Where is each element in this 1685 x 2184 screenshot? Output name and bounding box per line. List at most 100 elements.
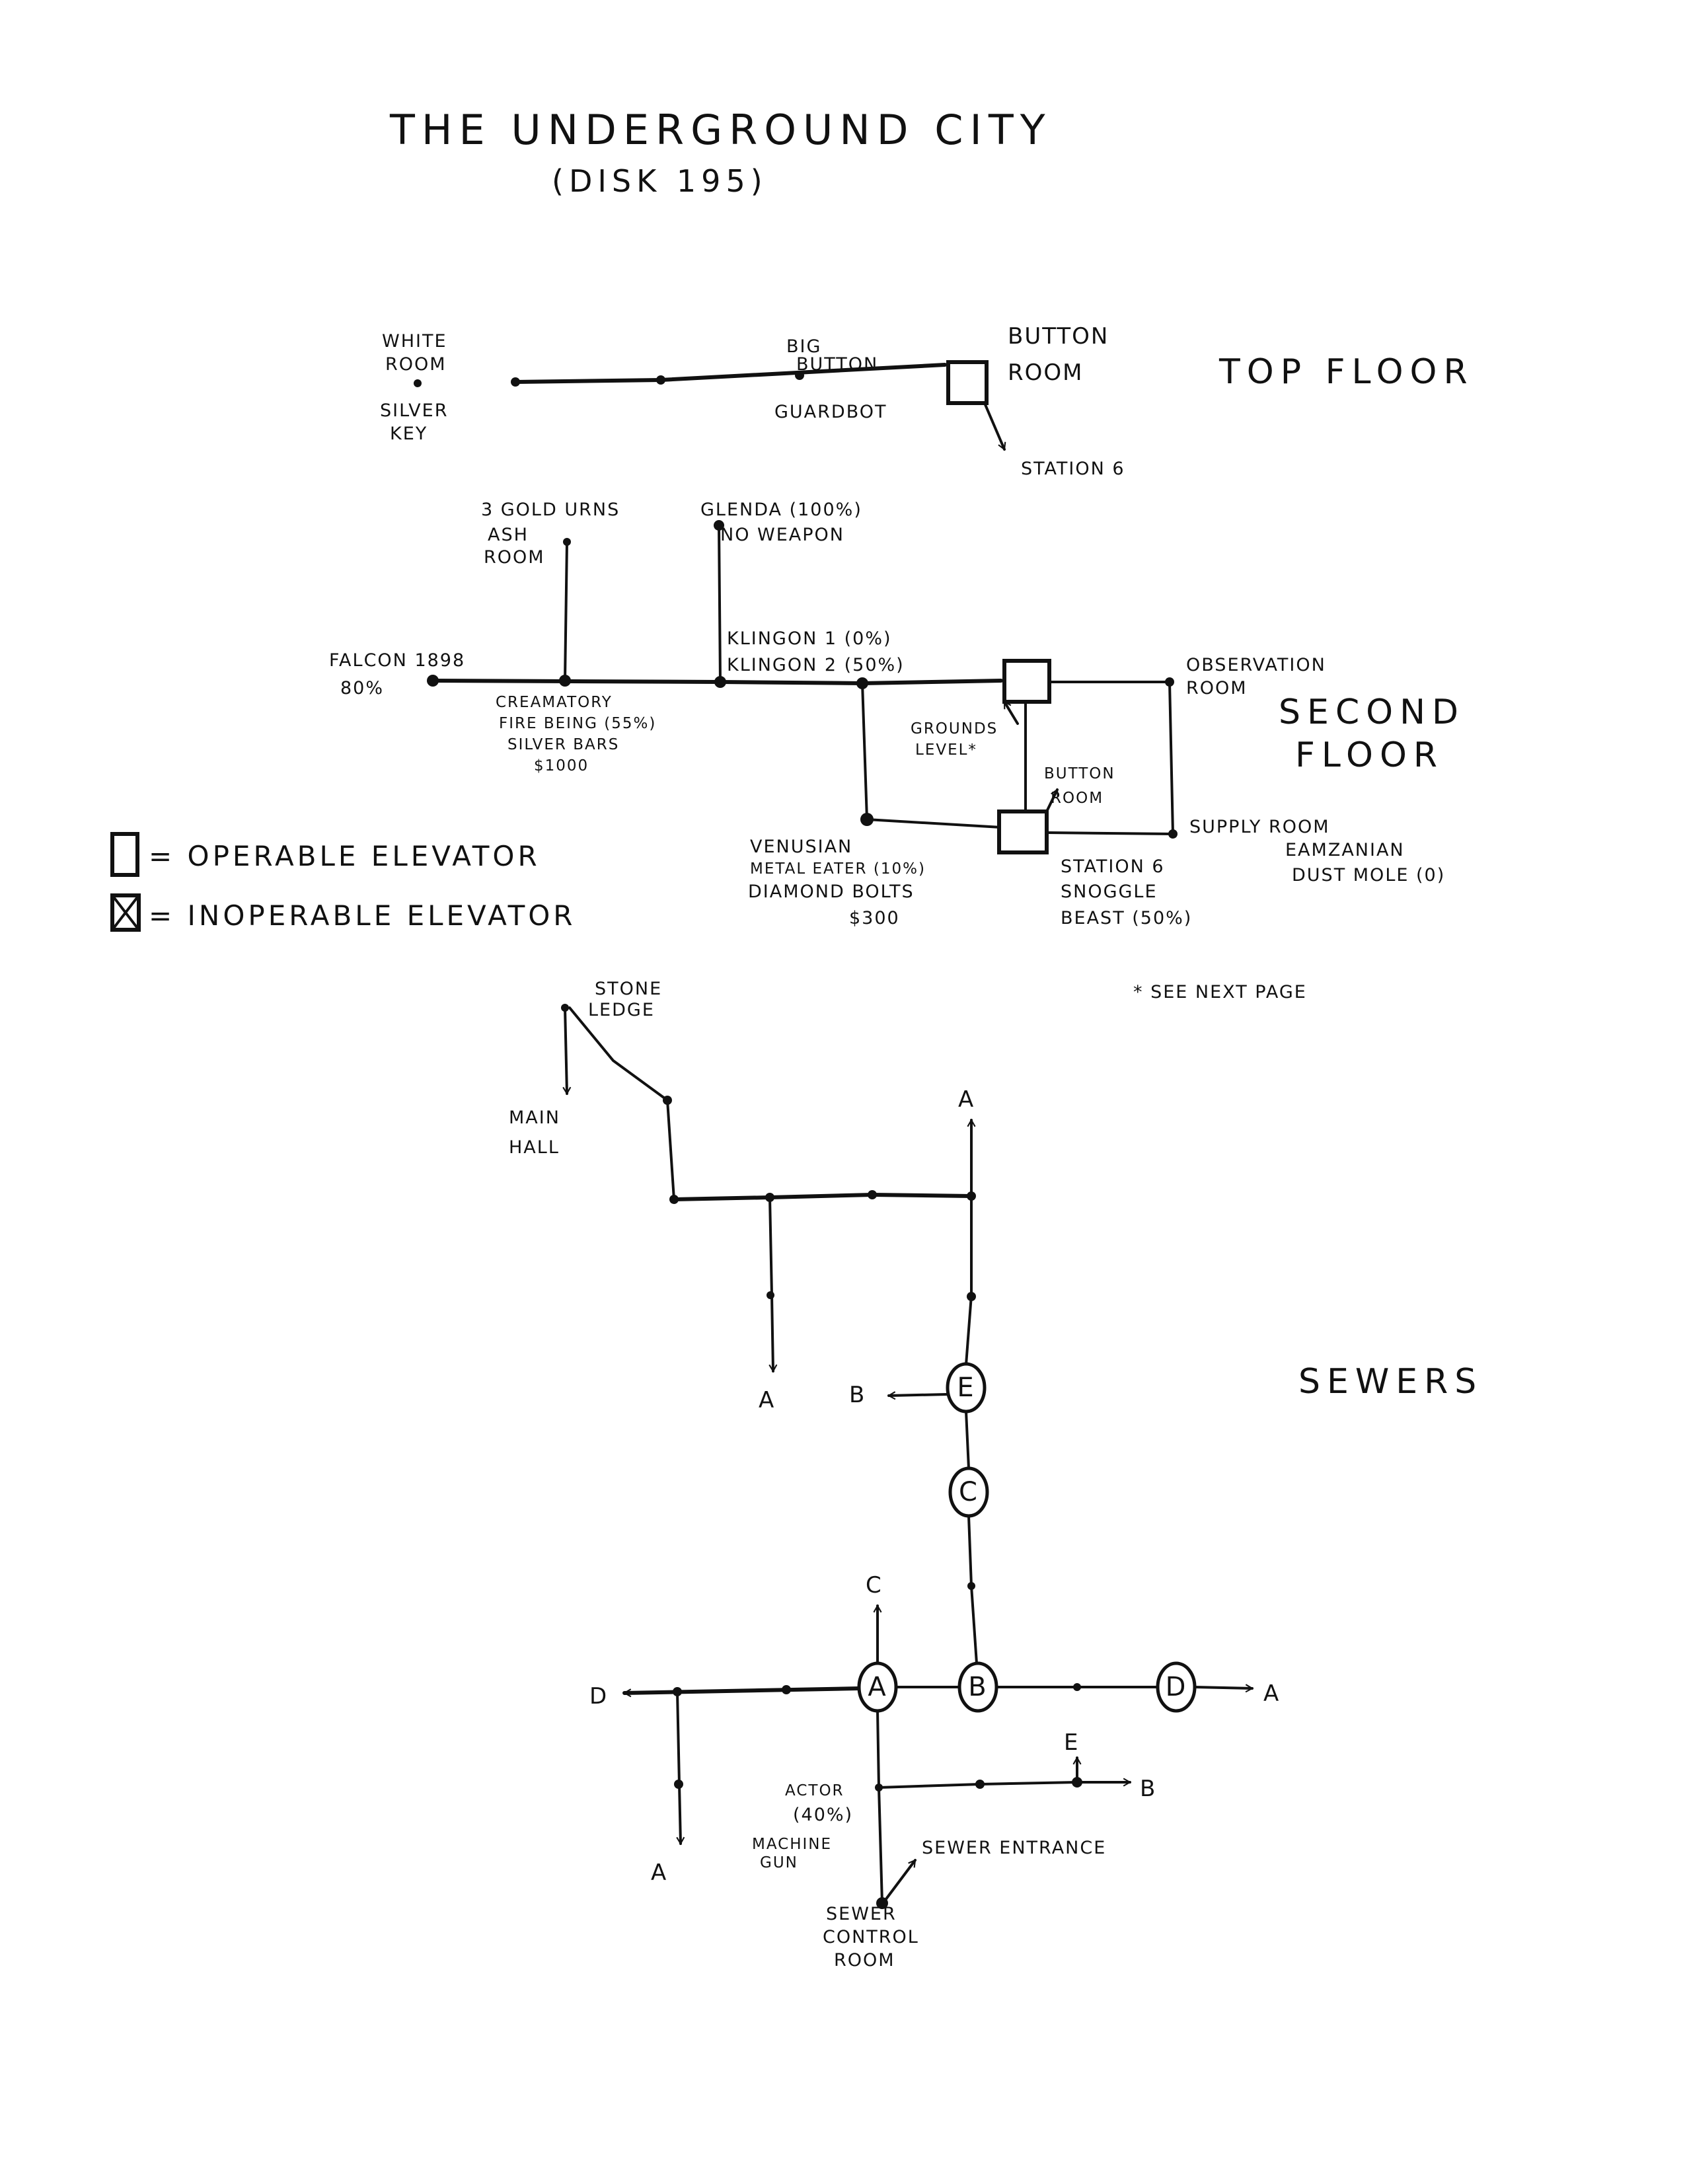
glenda-node (714, 520, 724, 531)
second-floor-section: 3 GOLD URNS ASH ROOM GLENDA (100%) NO WE… (329, 500, 1465, 1002)
observation-room-label-1: OBSERVATION (1186, 655, 1326, 675)
grounds-level-label-1: GROUNDS (911, 720, 998, 737)
venusian-label-3: DIAMOND BOLTS (748, 882, 915, 902)
sewer-node (1072, 1777, 1082, 1788)
sewer-control-room-node (876, 1897, 888, 1909)
klingon-node (714, 676, 726, 688)
ground-level-elevator (1002, 659, 1051, 704)
sewer-node (1073, 1683, 1081, 1691)
glenda-corridor (718, 524, 722, 683)
guardbot-label: GUARDBOT (774, 402, 887, 422)
ash-room-node (563, 538, 571, 546)
venusian-label-2: METAL EATER (10%) (750, 860, 926, 878)
sewer-node (967, 1292, 976, 1301)
observation-room-node (1165, 677, 1174, 687)
sewer-control-room-label-1: SEWER (826, 1904, 897, 1924)
junction-node (856, 677, 868, 689)
sewer-node (975, 1780, 985, 1789)
legend-inoperable-label: = INOPERABLE ELEVATOR (149, 899, 576, 932)
exit-a-top-label: A (958, 1086, 975, 1113)
sewer-node (765, 1193, 774, 1202)
silver-key-label-1: SILVER (380, 400, 448, 421)
exit-d-left-label: D (589, 1683, 608, 1710)
exit-a-left-label: A (759, 1387, 775, 1413)
top-floor-elevator (946, 360, 989, 405)
to-junction-e (965, 1195, 973, 1366)
corridor-node (656, 375, 665, 385)
sewer-node (967, 1191, 976, 1201)
station-6-snoggle-label-1: STATION 6 (1061, 856, 1165, 877)
actor-node (875, 1784, 883, 1791)
supply-room-node (1168, 829, 1178, 839)
ash-room-label-2: ROOM (484, 547, 545, 568)
white-room-label-1: WHITE (382, 331, 447, 352)
station-6-label: STATION 6 (1021, 459, 1125, 479)
supply-corridor (1045, 831, 1174, 835)
sewer-node (674, 1780, 683, 1789)
west-corridor (861, 682, 868, 821)
button-room-elevator (997, 810, 1049, 854)
to-sewer-entrance-arrow (884, 1859, 917, 1901)
sewer-control-room-label-2: CONTROL (823, 1927, 919, 1947)
second-floor-heading-2: FLOOR (1295, 735, 1444, 775)
sewer-node (669, 1195, 679, 1204)
junction-a-letter: A (868, 1672, 887, 1702)
top-floor-corridor (513, 363, 947, 384)
white-room-label-2: ROOM (385, 354, 447, 375)
actor-corridor (878, 1778, 1132, 1789)
map-title: THE UNDERGROUND CITY (389, 106, 1052, 154)
sewer-node (673, 1687, 682, 1696)
button-room-2-label-1: BUTTON (1044, 765, 1115, 782)
junction-c (948, 1466, 989, 1518)
inoperable-elevator-icon (110, 893, 141, 932)
elevator-legend: = OPERABLE ELEVATOR = INOPERABLE ELEVATO… (110, 832, 576, 932)
station-6-snoggle-label-2: SNOGGLE (1061, 882, 1158, 902)
white-room-node (414, 379, 422, 387)
map-subtitle: (DISK 195) (552, 163, 768, 199)
exit-b-small-label: B (1140, 1776, 1156, 1802)
button-room-arrow (1045, 788, 1059, 813)
actor-label-1: ACTOR (785, 1782, 844, 1799)
button-room-label-2: ROOM (1008, 359, 1083, 386)
junction-d-letter: D (1166, 1672, 1187, 1702)
junction-e (946, 1362, 987, 1413)
corridor-lines (431, 363, 1254, 1904)
map-nodes (414, 360, 1197, 1909)
button-room-2-label-2: ROOM (1051, 790, 1104, 807)
operable-elevator-icon (110, 832, 139, 877)
south-corridor (866, 818, 1002, 829)
e-to-c (965, 1410, 970, 1470)
sewer-node (782, 1685, 791, 1694)
ledge-path (568, 1006, 675, 1201)
exit-e-small-label: E (1064, 1729, 1079, 1756)
dust-mole-label-2: DUST MOLE (0) (1292, 865, 1445, 885)
ash-room-corridor (564, 541, 568, 682)
guardbot-node (795, 371, 804, 380)
big-button-label-2: BUTTON (796, 354, 878, 375)
ledge-node (663, 1096, 672, 1105)
crematory-node (559, 675, 571, 687)
main-hall-label-1: MAIN (509, 1108, 560, 1128)
legend-operable-label: = OPERABLE ELEVATOR (149, 840, 541, 872)
exit-a-right-label: A (1263, 1680, 1280, 1707)
e-to-b-arrow (887, 1391, 949, 1400)
ash-room-label-1: ASH (488, 525, 529, 545)
actor-label-2: (40%) (793, 1805, 853, 1825)
stone-ledge-label-2: LEDGE (588, 1000, 655, 1020)
supply-room-label: SUPPLY ROOM (1189, 817, 1330, 837)
top-floor-section: WHITE ROOM SILVER KEY BIG BUTTON GUARDBO… (380, 323, 1468, 479)
sewers-section: STONE LEDGE MAIN HALL A A B SEWERS C D A… (509, 979, 1476, 1971)
junction-d (1156, 1661, 1197, 1713)
to-main-hall-arrow (562, 1006, 572, 1096)
second-floor-heading-1: SECOND (1279, 693, 1465, 732)
klingon-2-label: KLINGON 2 (50%) (727, 655, 905, 675)
venusian-label-4: $300 (849, 908, 900, 928)
sewer-upper-corridor (672, 1193, 973, 1201)
no-weapon-label: NO WEAPON (720, 525, 844, 545)
falcon-node (427, 675, 439, 687)
grounds-level-label-2: LEVEL* (915, 741, 977, 759)
klingon-1-label: KLINGON 1 (0%) (727, 628, 892, 649)
to-exit-a-left-arrow (768, 1196, 778, 1373)
sewer-entrance-label: SEWER ENTRANCE (922, 1838, 1106, 1858)
